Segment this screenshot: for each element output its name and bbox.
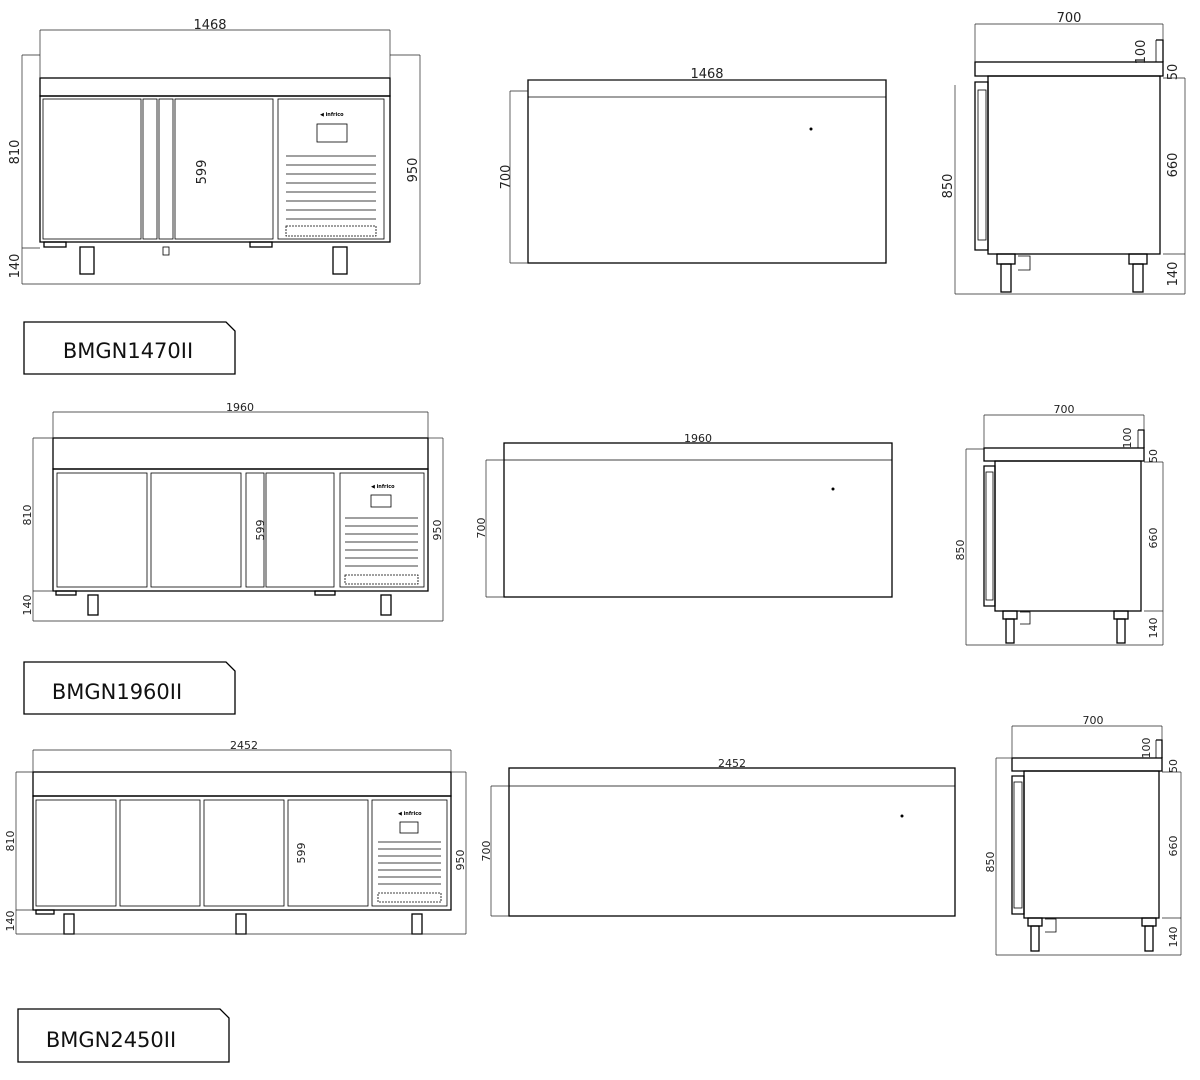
side-depth-label: 700 xyxy=(1083,714,1104,727)
side-leg-height-label: 140 xyxy=(1147,618,1160,639)
top-depth-label: 700 xyxy=(475,518,488,539)
side-leg-height-label: 140 xyxy=(1167,927,1180,948)
side-worktop-label: 50 xyxy=(1147,449,1160,463)
model-tag: BMGN1960II xyxy=(23,661,236,715)
top-depth-label: 700 xyxy=(480,841,493,862)
top-width-label: 1468 xyxy=(690,67,723,82)
front-total-height-label: 950 xyxy=(454,850,467,871)
svg-text:◀ infrico: ◀ infrico xyxy=(320,112,344,118)
top-width-label: 2452 xyxy=(718,757,746,770)
top-view: 2452 700 xyxy=(480,757,956,917)
model-name: BMGN2450II xyxy=(46,1028,176,1052)
front-width-label: 1468 xyxy=(193,18,226,33)
model-tag: BMGN1470II xyxy=(23,321,236,375)
front-body-height-label: 810 xyxy=(8,140,23,165)
front-drawer-height-label: 599 xyxy=(295,843,308,864)
top-view: 1960 700 xyxy=(475,432,893,598)
side-view: 700 100 50 850 660 140 xyxy=(941,11,1186,295)
side-body-height-label: 850 xyxy=(941,174,956,199)
side-depth-label: 700 xyxy=(1054,403,1075,416)
front-view: ◀ infrico 2452 810 140 950 59 xyxy=(4,739,467,935)
side-inner-height-label: 660 xyxy=(1147,528,1160,549)
row-bmgn1470ii: ◀ infrico 1468 810 140 950 xyxy=(8,11,1186,375)
side-worktop-label: 50 xyxy=(1167,759,1180,773)
side-body-height-label: 850 xyxy=(954,540,967,561)
front-view: ◀ infrico 1960 810 140 950 59 xyxy=(21,401,444,622)
side-body-height-label: 850 xyxy=(984,852,997,873)
top-depth-label: 700 xyxy=(499,165,514,190)
model-name: BMGN1470II xyxy=(63,339,193,363)
front-total-height-label: 950 xyxy=(431,520,444,541)
side-leg-height-label: 140 xyxy=(1166,262,1181,287)
front-total-height-label: 950 xyxy=(406,158,421,183)
top-view: 1468 700 xyxy=(499,67,887,264)
front-leg-height-label: 140 xyxy=(4,911,17,932)
side-upstand-label: 100 xyxy=(1134,40,1149,65)
front-body-height-label: 810 xyxy=(21,505,34,526)
side-worktop-label: 50 xyxy=(1166,64,1181,81)
svg-text:◀ infrico: ◀ infrico xyxy=(371,484,395,490)
svg-text:◀ infrico: ◀ infrico xyxy=(398,811,422,817)
front-width-label: 1960 xyxy=(226,401,254,414)
front-drawer-height-label: 599 xyxy=(195,160,210,185)
model-name: BMGN1960II xyxy=(52,680,182,704)
side-view: 700 100 50 850 660 140 xyxy=(954,403,1164,646)
side-view: 700 100 50 850 660 140 xyxy=(984,714,1182,956)
front-leg-height-label: 140 xyxy=(8,254,23,279)
top-width-label: 1960 xyxy=(684,432,712,445)
side-depth-label: 700 xyxy=(1057,11,1082,26)
model-tag: BMGN2450II xyxy=(17,1008,230,1063)
row-bmgn1960ii: ◀ infrico 1960 810 140 950 59 xyxy=(21,401,1164,715)
side-inner-height-label: 660 xyxy=(1167,836,1180,857)
side-upstand-label: 100 xyxy=(1121,428,1134,449)
front-view: ◀ infrico 1468 810 140 950 xyxy=(8,18,421,285)
side-upstand-label: 100 xyxy=(1140,738,1153,759)
front-leg-height-label: 140 xyxy=(21,595,34,616)
front-body-height-label: 810 xyxy=(4,831,17,852)
side-inner-height-label: 660 xyxy=(1166,153,1181,178)
front-width-label: 2452 xyxy=(230,739,258,752)
front-drawer-height-label: 599 xyxy=(254,520,267,541)
row-bmgn2450ii: ◀ infrico 2452 810 140 950 59 xyxy=(4,714,1182,1063)
